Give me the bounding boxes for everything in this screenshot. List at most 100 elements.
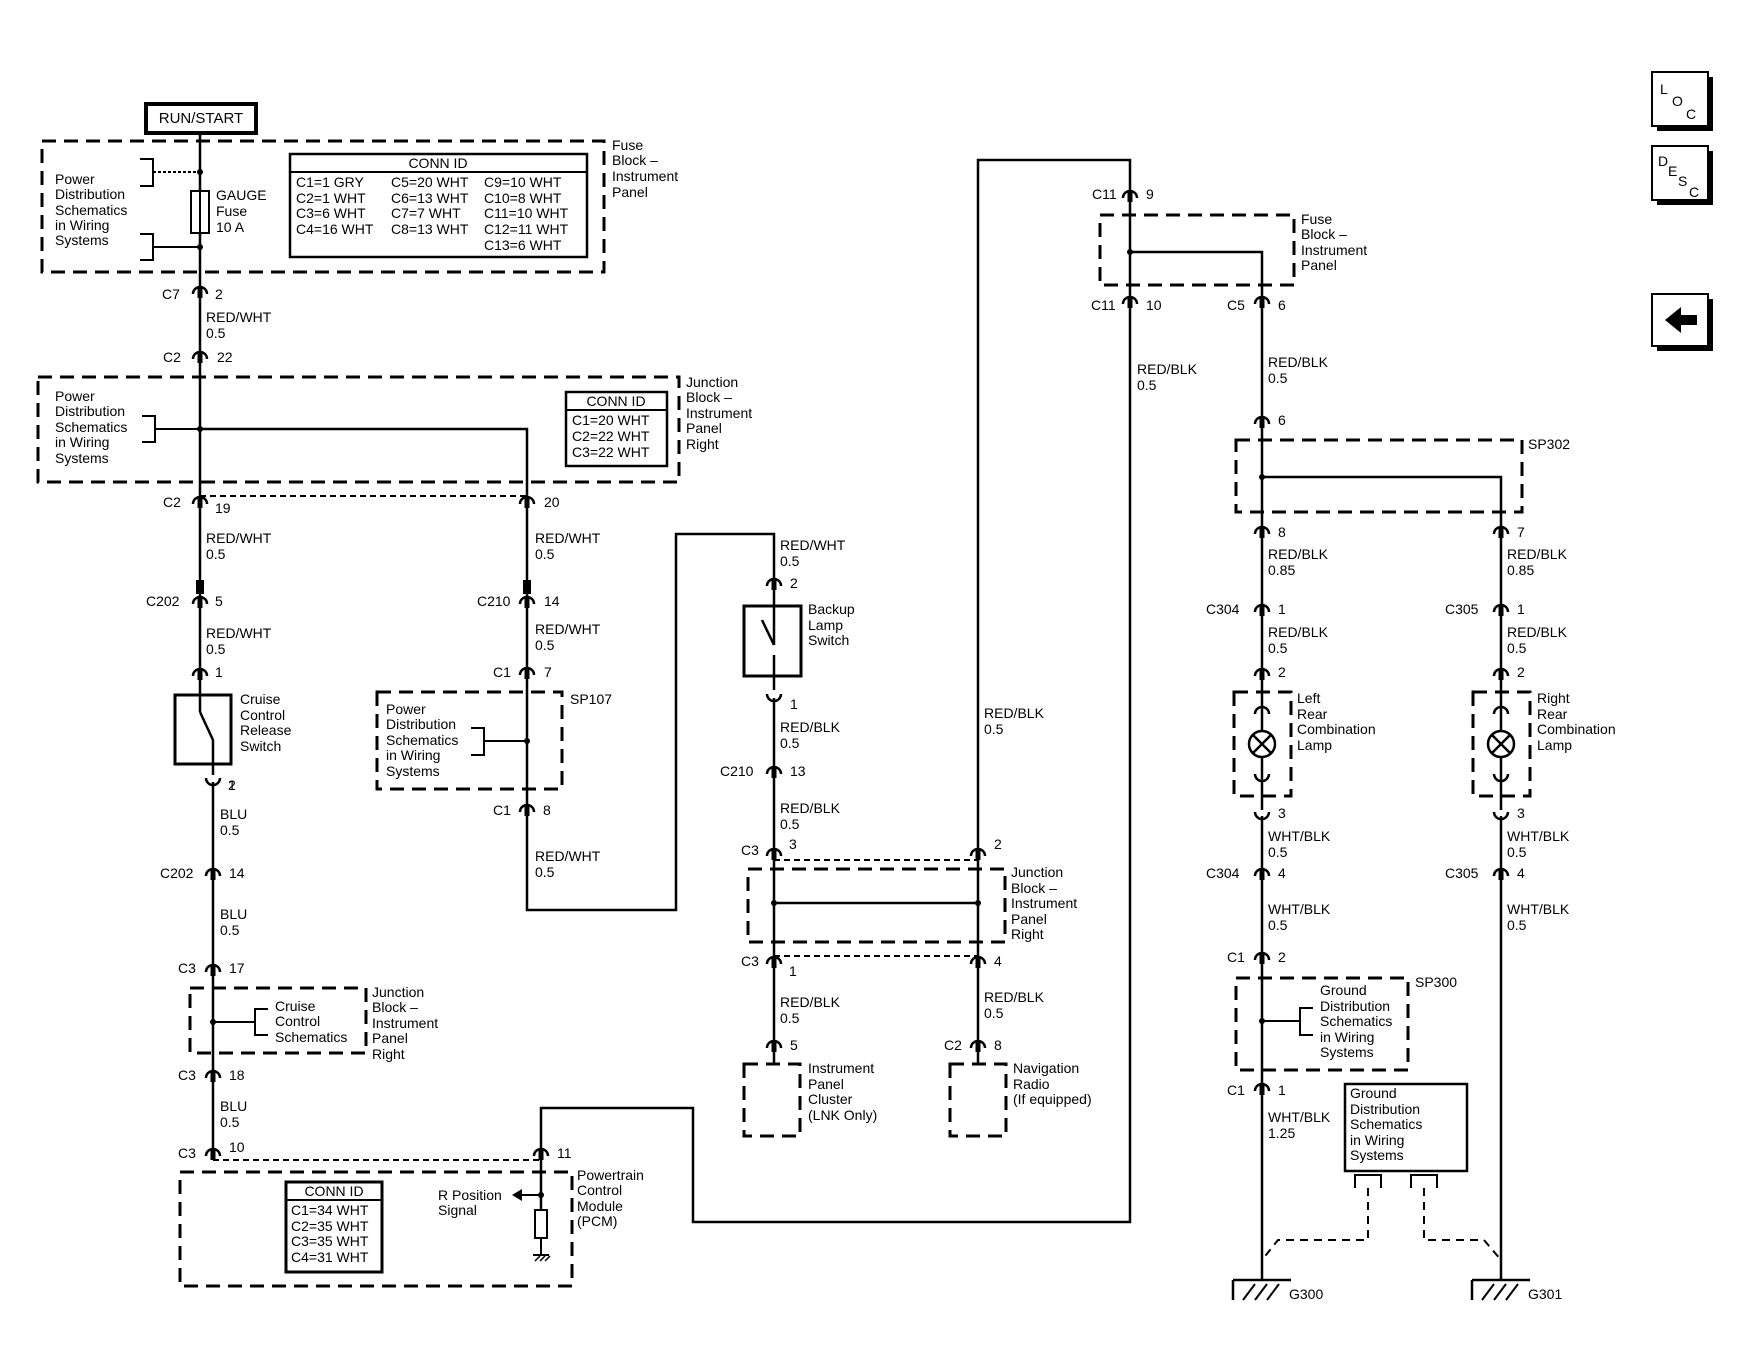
- svg-text:Block –: Block –: [612, 152, 658, 168]
- svg-text:C3=35 WHT: C3=35 WHT: [291, 1233, 369, 1249]
- svg-text:Junction: Junction: [372, 984, 424, 1000]
- svg-text:0.5: 0.5: [535, 546, 555, 562]
- svg-text:WHT/BLK: WHT/BLK: [1507, 901, 1570, 917]
- svg-text:2: 2: [1278, 949, 1286, 965]
- svg-text:C1: C1: [1227, 1082, 1245, 1098]
- svg-text:0.5: 0.5: [780, 816, 800, 832]
- svg-text:0.5: 0.5: [1507, 844, 1527, 860]
- cruise-control-schematics-ref[interactable]: Cruise Control Schematics: [213, 998, 347, 1045]
- svg-text:C7=7 WHT: C7=7 WHT: [391, 205, 461, 221]
- sp302-splice: SP302: [1234, 436, 1570, 514]
- svg-text:O: O: [1672, 93, 1683, 109]
- svg-text:Panel: Panel: [686, 420, 722, 436]
- svg-text:0.5: 0.5: [535, 637, 555, 653]
- sp300-splice: SP300 Ground Distribution Schematics in …: [1234, 974, 1457, 1072]
- svg-text:Combination: Combination: [1537, 721, 1616, 737]
- back-button[interactable]: [1651, 293, 1713, 351]
- svg-text:R Position: R Position: [438, 1187, 502, 1203]
- svg-text:Systems: Systems: [1350, 1147, 1404, 1163]
- svg-text:Radio: Radio: [1013, 1076, 1050, 1092]
- svg-text:Control: Control: [275, 1013, 320, 1029]
- svg-text:RED/BLK: RED/BLK: [780, 719, 841, 735]
- ground-g300: G300: [1231, 1278, 1323, 1302]
- svg-text:4: 4: [1517, 865, 1525, 881]
- svg-text:1: 1: [790, 696, 798, 712]
- svg-text:2: 2: [1517, 664, 1525, 680]
- svg-text:Rear: Rear: [1537, 706, 1568, 722]
- svg-text:1: 1: [789, 963, 797, 979]
- loc-button[interactable]: L O C: [1651, 71, 1713, 131]
- svg-text:RED/WHT: RED/WHT: [535, 621, 601, 637]
- svg-text:1: 1: [215, 664, 223, 680]
- svg-text:0.5: 0.5: [780, 735, 800, 751]
- svg-text:CONN ID: CONN ID: [408, 155, 467, 171]
- sp107-power-distribution-ref[interactable]: Power Distribution Schematics in Wiring …: [386, 701, 527, 779]
- desc-button[interactable]: D E S C: [1651, 145, 1713, 205]
- svg-text:6: 6: [1278, 297, 1286, 313]
- svg-text:3: 3: [1517, 805, 1525, 821]
- power-distribution-ref-2[interactable]: Power Distribution Schematics in Wiring …: [55, 388, 200, 466]
- svg-text:10: 10: [1146, 297, 1162, 313]
- svg-text:(LNK Only): (LNK Only): [808, 1107, 877, 1123]
- svg-text:C304: C304: [1206, 601, 1240, 617]
- svg-text:E: E: [1668, 163, 1677, 179]
- sp107-splice: SP107 Power Distribution Schematics in W…: [375, 690, 612, 791]
- svg-text:1: 1: [1278, 1082, 1286, 1098]
- svg-text:C4=31 WHT: C4=31 WHT: [291, 1249, 369, 1265]
- svg-text:14: 14: [229, 865, 245, 881]
- svg-text:Systems: Systems: [386, 763, 440, 779]
- svg-text:RED/BLK: RED/BLK: [1268, 546, 1329, 562]
- svg-text:G301: G301: [1528, 1286, 1562, 1302]
- svg-text:RED/BLK: RED/BLK: [1268, 624, 1329, 640]
- svg-text:C202: C202: [160, 865, 194, 881]
- svg-text:Panel: Panel: [372, 1030, 408, 1046]
- junction-block-conn-id-table: CONN ID C1=20 WHT C2=22 WHT C3=22 WHT: [564, 390, 669, 468]
- svg-text:1: 1: [1278, 601, 1286, 617]
- svg-text:RED/BLK: RED/BLK: [1507, 624, 1568, 640]
- svg-text:Ground: Ground: [1350, 1085, 1397, 1101]
- svg-text:0.5: 0.5: [206, 325, 226, 341]
- junction-block-cruise: Junction Block – Instrument Panel Right …: [188, 984, 438, 1062]
- svg-text:Right: Right: [1011, 926, 1044, 942]
- svg-text:Junction: Junction: [686, 374, 738, 390]
- power-distribution-ref[interactable]: Power Distribution Schematics in Wiring …: [55, 158, 200, 261]
- svg-text:CONN ID: CONN ID: [586, 393, 645, 409]
- navigation-radio: Navigation Radio (If equipped): [948, 1060, 1092, 1138]
- svg-text:0.5: 0.5: [206, 546, 226, 562]
- svg-text:CONN ID: CONN ID: [304, 1183, 363, 1199]
- svg-text:Schematics: Schematics: [55, 419, 127, 435]
- svg-text:Release: Release: [240, 722, 292, 738]
- svg-text:C305: C305: [1445, 865, 1479, 881]
- svg-text:SP302: SP302: [1528, 436, 1570, 452]
- svg-text:Schematics: Schematics: [1320, 1013, 1392, 1029]
- svg-text:C4=16 WHT: C4=16 WHT: [296, 221, 374, 237]
- svg-text:3: 3: [1278, 805, 1286, 821]
- ground-distribution-ref-2[interactable]: Ground Distribution Schematics in Wiring…: [1261, 1082, 1502, 1261]
- svg-text:C210: C210: [720, 763, 754, 779]
- svg-text:Systems: Systems: [55, 450, 109, 466]
- svg-text:Systems: Systems: [1320, 1044, 1374, 1060]
- svg-text:RED/WHT: RED/WHT: [206, 309, 272, 325]
- svg-text:RED/BLK: RED/BLK: [984, 989, 1045, 1005]
- svg-text:0.5: 0.5: [1268, 640, 1288, 656]
- svg-text:C3: C3: [178, 960, 196, 976]
- svg-text:5: 5: [215, 593, 223, 609]
- svg-text:Block –: Block –: [1301, 226, 1347, 242]
- svg-text:Control: Control: [577, 1182, 622, 1198]
- svg-text:Schematics: Schematics: [1350, 1116, 1422, 1132]
- svg-text:Block –: Block –: [1011, 880, 1057, 896]
- svg-text:Lamp: Lamp: [808, 617, 843, 633]
- svg-text:Block –: Block –: [686, 389, 732, 405]
- fuse-block-conn-id-table: CONN ID C1=1 GRY C5=20 WHT C9=10 WHT C2=…: [288, 152, 589, 259]
- svg-text:in Wiring: in Wiring: [1320, 1029, 1374, 1045]
- svg-text:RED/BLK: RED/BLK: [984, 705, 1045, 721]
- svg-text:Distribution: Distribution: [386, 716, 456, 732]
- svg-text:Schematics: Schematics: [386, 732, 458, 748]
- ground-distribution-ref-1[interactable]: Ground Distribution Schematics in Wiring…: [1262, 982, 1392, 1060]
- svg-text:Cruise: Cruise: [240, 691, 281, 707]
- svg-text:SP300: SP300: [1415, 974, 1457, 990]
- svg-text:C10=8 WHT: C10=8 WHT: [484, 190, 562, 206]
- pcm-conn-id-table: CONN ID C1=34 WHT C2=35 WHT C3=35 WHT C4…: [284, 1180, 384, 1274]
- fuse-block-instrument-panel-right: Fuse Block – Instrument Panel: [1098, 211, 1367, 287]
- svg-text:in Wiring: in Wiring: [386, 747, 440, 763]
